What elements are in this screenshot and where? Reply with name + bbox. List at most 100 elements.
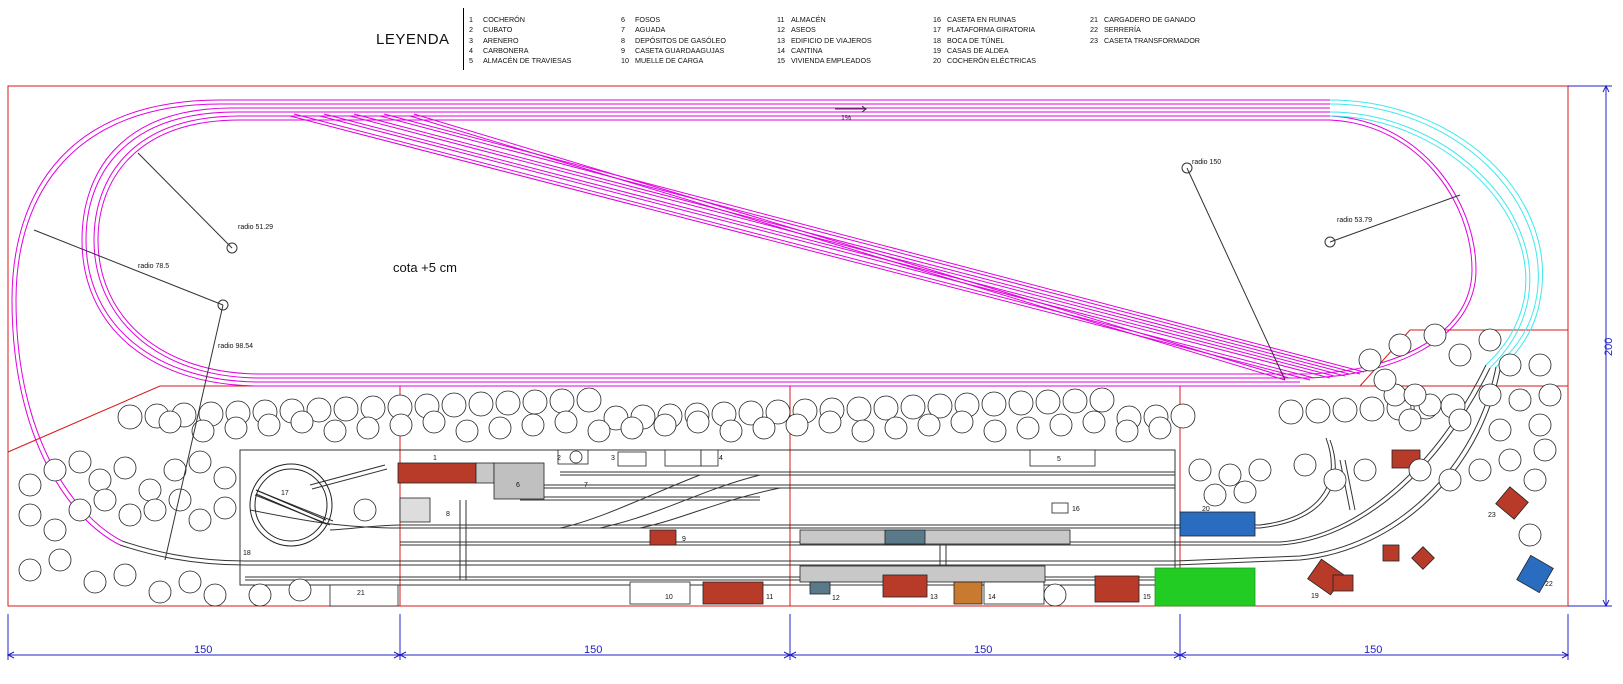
dimension-3: 150 <box>974 644 992 656</box>
tree <box>587 419 611 443</box>
tree <box>1528 413 1552 437</box>
legend-number: 1 <box>469 15 473 24</box>
tree <box>576 387 602 413</box>
tree <box>1218 463 1242 487</box>
tree <box>158 410 182 434</box>
tree <box>18 503 42 527</box>
legend-label: PLATAFORMA GIRATORIA <box>947 25 1036 35</box>
tree <box>88 468 112 492</box>
tree <box>1278 399 1304 425</box>
tree <box>18 558 42 582</box>
legend-label: ALMACÉN DE TRAVIESAS <box>483 56 572 66</box>
svg-text:11: 11 <box>766 594 773 601</box>
legend-number: 12 <box>777 25 785 35</box>
tree <box>168 488 192 512</box>
tree <box>163 458 187 482</box>
tree <box>389 413 413 437</box>
tree <box>224 416 248 440</box>
tree <box>488 416 512 440</box>
tree <box>522 389 548 415</box>
tree <box>1358 348 1382 372</box>
tree <box>1508 388 1532 412</box>
svg-text:5: 5 <box>1057 456 1061 463</box>
tree <box>521 413 545 437</box>
tree <box>213 496 237 520</box>
building-numbers: 1 2 3 4 5 6 7 8 9 10 11 12 13 14 15 16 1… <box>243 455 1553 602</box>
tree <box>851 419 875 443</box>
legend-label: CASETA GUARDAAGUJAS <box>635 45 725 55</box>
tree <box>846 396 872 422</box>
buildings <box>329 449 1554 607</box>
legend-number: 15 <box>777 56 785 66</box>
tree <box>1478 383 1502 407</box>
legend-label: ASEOS <box>791 25 816 35</box>
radius-label-2: radio 78.5 <box>138 263 169 270</box>
trees <box>18 323 1562 607</box>
legend-label: BOCA DE TÚNEL <box>947 35 1005 45</box>
legend-number: 22 <box>1090 25 1098 35</box>
tree <box>983 419 1007 443</box>
elevation-label: cota +5 cm <box>393 260 457 275</box>
tree <box>917 413 941 437</box>
radius-label-1: radio 51.29 <box>238 224 273 231</box>
legend-label: AGUADA <box>635 25 666 35</box>
tree <box>1170 403 1196 429</box>
legend-label: CARBONERA <box>483 45 529 55</box>
tree <box>143 498 167 522</box>
tree <box>752 416 776 440</box>
legend-label: CUBATO <box>483 25 513 35</box>
tree <box>900 394 926 420</box>
tree <box>927 393 953 419</box>
tree <box>68 450 92 474</box>
tree <box>306 397 332 423</box>
tree <box>360 395 386 421</box>
tree <box>48 548 72 572</box>
svg-text:14: 14 <box>988 594 996 601</box>
tree <box>178 570 202 594</box>
legend-number: 18 <box>933 35 941 45</box>
tree <box>188 508 212 532</box>
tree <box>1468 458 1492 482</box>
tree <box>257 413 281 437</box>
tree <box>765 399 791 425</box>
tree <box>1148 416 1172 440</box>
radius-label-5: radio 53.79 <box>1337 217 1372 224</box>
tree <box>653 413 677 437</box>
tree <box>1323 468 1347 492</box>
tree <box>1203 483 1227 507</box>
svg-text:10: 10 <box>665 594 673 601</box>
tree <box>1188 458 1212 482</box>
legend-label: CASETA TRANSFORMADOR <box>1104 35 1200 45</box>
tree <box>1359 396 1385 422</box>
svg-text:2: 2 <box>557 455 561 462</box>
legend-number: 16 <box>933 15 941 24</box>
tree <box>719 419 743 443</box>
tree <box>290 410 314 434</box>
turntable <box>249 463 333 547</box>
svg-text:19: 19 <box>1311 593 1319 600</box>
tree <box>188 450 212 474</box>
tree <box>288 578 312 602</box>
tree <box>549 388 575 414</box>
tree <box>1438 468 1462 492</box>
tree <box>1448 343 1472 367</box>
tree <box>738 400 764 426</box>
svg-text:23: 23 <box>1488 512 1496 519</box>
radius-markers <box>33 105 1461 561</box>
svg-text:6: 6 <box>516 482 520 489</box>
tree <box>1115 419 1139 443</box>
tree <box>83 570 107 594</box>
tree <box>620 416 644 440</box>
